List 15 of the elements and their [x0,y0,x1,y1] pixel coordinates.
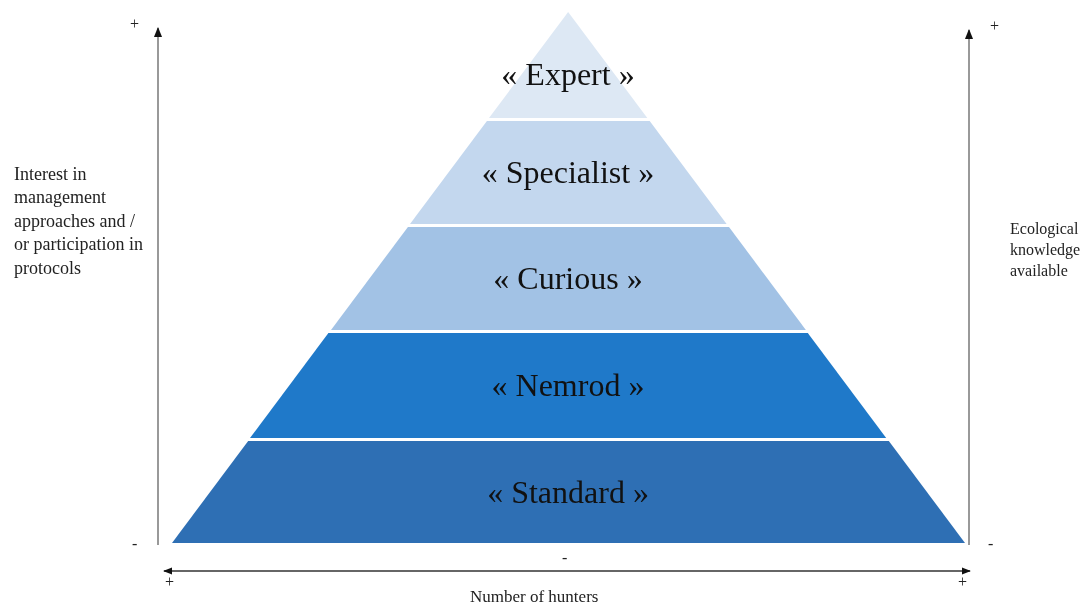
axis-label: Number of hunters [470,586,599,606]
axis-sign: - [562,548,568,568]
axis-label: Interest in management approaches and / or participation in protocols [14,163,144,280]
tier-label: « Specialist » [481,154,655,191]
axis-sign: - [132,534,138,554]
axis-label: Ecological knowledge available [1010,219,1082,281]
tier-label: « Nemrod » [491,367,645,404]
axis-sign: - [988,534,994,554]
axis-sign: + [990,16,1000,36]
tier-label: « Expert » [501,54,635,93]
axis-sign: + [130,14,140,34]
tier-label: « Standard » [487,473,649,511]
tier-label: « Curious » [493,260,643,297]
axis-sign: + [958,572,968,592]
axis-sign: + [165,572,175,592]
